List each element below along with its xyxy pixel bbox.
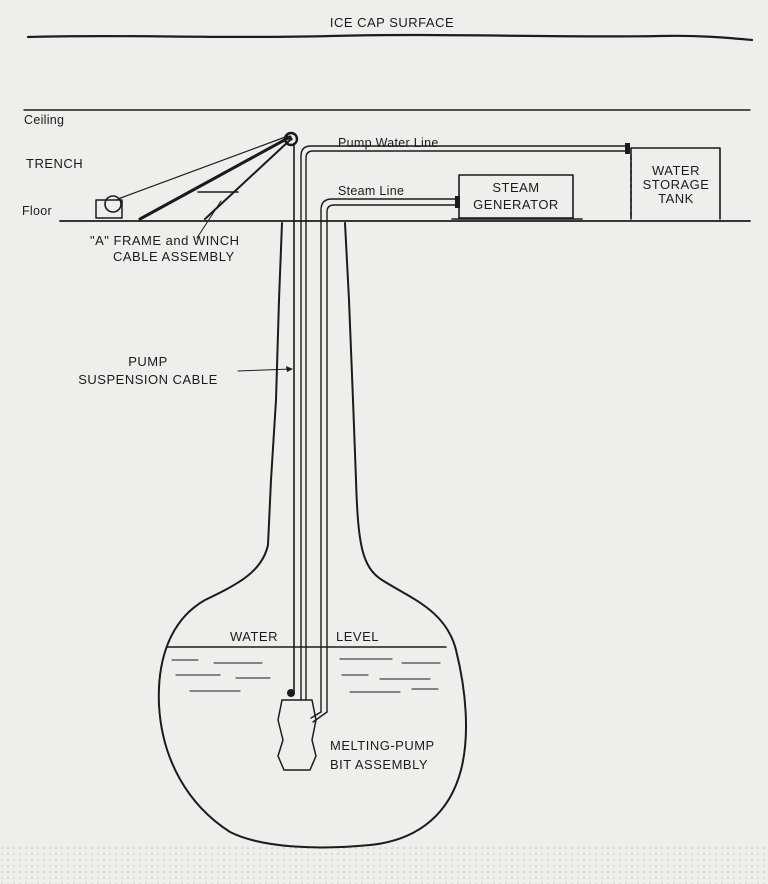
steam-generator-label-line1: STEAM xyxy=(492,180,539,195)
a-frame-label-line1: "A" FRAME and WINCH xyxy=(90,233,239,248)
ice-cap-surface-label: ICE CAP SURFACE xyxy=(330,15,454,30)
water-level-label-word2: LEVEL xyxy=(336,629,379,644)
melt-hole-outline xyxy=(157,222,467,849)
water-level-label-word1: WATER xyxy=(230,629,278,644)
pump-suspension-label-line1: PUMP xyxy=(128,354,168,369)
melting-pump-bit xyxy=(277,689,328,771)
ice-cap-surface-line xyxy=(26,33,754,42)
bit-assembly-label-line1: MELTING-PUMP xyxy=(330,738,435,753)
scan-dot-strip xyxy=(0,844,768,884)
pump-water-line-label: Pump Water Line xyxy=(338,136,439,150)
water-storage-label-line1: WATER xyxy=(652,163,700,178)
water-storage-label-line3: TANK xyxy=(658,191,694,206)
a-frame-leg-front xyxy=(204,139,291,220)
winch-base xyxy=(95,199,123,219)
pump-suspension-arrowhead xyxy=(286,366,293,372)
steam-generator-label-line2: GENERATOR xyxy=(473,197,559,212)
steam-line-fitting xyxy=(455,196,460,208)
pump-water-line-fitting xyxy=(625,143,630,154)
winch-drum xyxy=(104,195,122,213)
bit-assembly-label-line2: BIT ASSEMBLY xyxy=(330,757,428,772)
a-frame-assembly xyxy=(95,131,299,221)
water-ripples xyxy=(171,658,441,693)
steam-generator xyxy=(451,174,583,220)
steam-line-label: Steam Line xyxy=(338,184,404,198)
floor-label: Floor xyxy=(22,204,52,218)
a-frame-leader xyxy=(196,200,222,239)
pulley-wheel xyxy=(283,131,299,147)
pulley-hub xyxy=(289,137,293,141)
ceiling-label: Ceiling xyxy=(24,113,64,127)
water-storage-label-line2: STORAGE xyxy=(643,177,710,192)
trench-label: TRENCH xyxy=(26,156,83,171)
pump-suspension-leader xyxy=(237,368,293,372)
a-frame-leg-rear xyxy=(138,135,292,221)
water-storage-tank xyxy=(630,147,721,220)
winch-cable xyxy=(117,135,289,200)
pump-water-line xyxy=(300,143,630,701)
a-frame-label-line2: CABLE ASSEMBLY xyxy=(113,249,235,264)
steam-line xyxy=(320,196,460,713)
pump-suspension-label-line2: SUSPENSION CABLE xyxy=(78,372,218,387)
